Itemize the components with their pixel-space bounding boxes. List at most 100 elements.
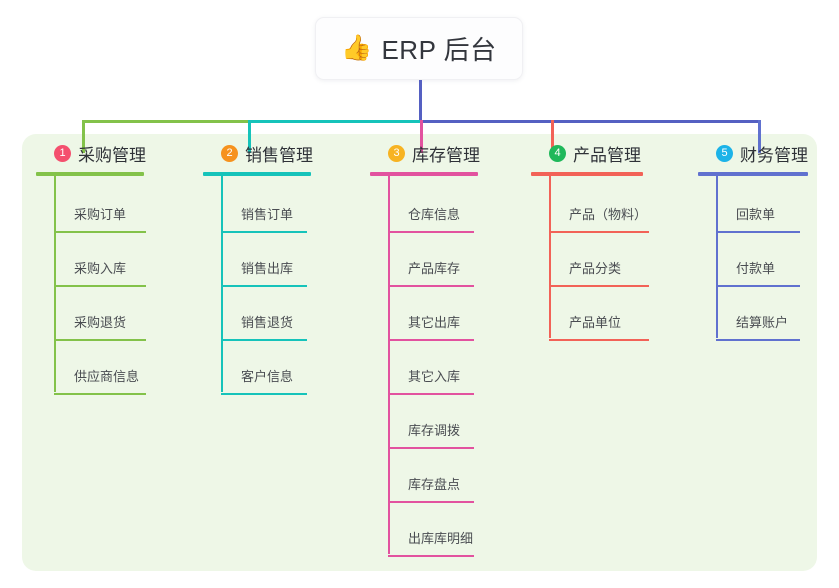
branch-badge-2: 2: [221, 144, 238, 162]
leaf-item-rule: [549, 339, 649, 341]
leaf-item-rule: [716, 231, 800, 233]
branch-title-3: 库存管理: [412, 145, 480, 165]
branch-spine-5: [716, 176, 718, 338]
leaf-item-rule: [388, 447, 474, 449]
branch-rule-3: [370, 172, 478, 176]
leaf-item-rule: [549, 231, 649, 233]
leaf-item-rule: [388, 285, 474, 287]
branch-title-5: 财务管理: [740, 145, 808, 165]
leaf-item-label: 回款单: [736, 207, 776, 222]
branch-rule-4: [531, 172, 643, 176]
leaf-item[interactable]: 采购退货: [54, 287, 174, 341]
leaf-item-rule: [54, 231, 146, 233]
leaf-item-rule: [716, 285, 800, 287]
leaf-item[interactable]: 供应商信息: [54, 341, 174, 395]
leaf-item-rule: [54, 339, 146, 341]
leaf-item-label: 其它出库: [408, 315, 461, 330]
bus-segment-right-1: [420, 120, 760, 123]
leaf-item-rule: [388, 555, 474, 557]
leaf-item-label: 销售退货: [241, 315, 294, 330]
drop-stem-1: [82, 120, 85, 153]
leaf-item-rule: [388, 231, 474, 233]
drop-stem-4: [551, 120, 554, 153]
leaf-item[interactable]: 产品单位: [549, 287, 677, 341]
branch-leaf-list-5: 回款单付款单结算账户: [716, 176, 828, 341]
leaf-item[interactable]: 库存调拨: [388, 395, 502, 449]
branch-column-3: 3 库存管理仓库信息产品库存其它出库其它入库库存调拨库存盘点出库库明细: [370, 140, 502, 557]
leaf-item-label: 其它入库: [408, 369, 461, 384]
leaf-item-label: 库存调拨: [408, 423, 461, 438]
branch-column-2: 2 销售管理销售订单销售出库销售退货客户信息: [203, 140, 335, 395]
branch-leaf-list-4: 产品（物料） 产品分类产品单位: [549, 176, 677, 341]
branch-badge-1: 1: [54, 144, 71, 162]
leaf-item-rule: [221, 285, 307, 287]
leaf-item-label: 仓库信息: [408, 207, 461, 222]
leaf-item[interactable]: 客户信息: [221, 341, 335, 395]
branch-spine-3: [388, 176, 390, 554]
branch-leaf-list-1: 采购订单采购入库采购退货供应商信息: [54, 176, 174, 395]
branch-rule-1: [36, 172, 144, 176]
leaf-item-label: 产品库存: [408, 261, 461, 276]
branch-header-2[interactable]: 2 销售管理: [203, 140, 335, 166]
leaf-item[interactable]: 回款单: [716, 179, 828, 233]
leaf-item[interactable]: 采购订单: [54, 179, 174, 233]
branch-column-4: 4 产品管理产品（物料） 产品分类产品单位: [531, 140, 677, 341]
branches-panel: [22, 134, 817, 571]
root-node-content: 👍 ERP 后台: [341, 30, 496, 67]
leaf-item-label: 产品分类: [569, 261, 622, 276]
bus-segment-2: [248, 120, 420, 123]
leaf-item[interactable]: 销售退货: [221, 287, 335, 341]
leaf-item-rule: [54, 393, 146, 395]
leaf-item-label: 产品（物料）: [569, 207, 648, 222]
leaf-item[interactable]: 库存盘点: [388, 449, 502, 503]
leaf-item[interactable]: 仓库信息: [388, 179, 502, 233]
leaf-item-label: 销售订单: [241, 207, 294, 222]
branch-badge-4: 4: [549, 144, 566, 162]
branch-spine-1: [54, 176, 56, 392]
bus-segment-1: [82, 120, 248, 123]
branch-header-3[interactable]: 3 库存管理: [370, 140, 502, 166]
leaf-item[interactable]: 产品（物料）: [549, 179, 677, 233]
leaf-item-rule: [388, 339, 474, 341]
leaf-item-rule: [388, 393, 474, 395]
branch-badge-3: 3: [388, 144, 405, 162]
leaf-item-label: 采购入库: [74, 261, 127, 276]
leaf-item-label: 出库库明细: [408, 531, 474, 546]
leaf-item[interactable]: 出库库明细: [388, 503, 502, 557]
leaf-item[interactable]: 销售出库: [221, 233, 335, 287]
root-stem: [419, 80, 422, 123]
leaf-item[interactable]: 其它出库: [388, 287, 502, 341]
branch-spine-4: [549, 176, 551, 338]
thumbs-up-icon: 👍: [341, 34, 373, 62]
branch-leaf-list-3: 仓库信息产品库存其它出库其它入库库存调拨库存盘点出库库明细: [388, 176, 502, 557]
leaf-item[interactable]: 产品库存: [388, 233, 502, 287]
branch-rule-2: [203, 172, 311, 176]
leaf-item[interactable]: 采购入库: [54, 233, 174, 287]
branch-title-4: 产品管理: [573, 145, 641, 165]
leaf-item-label: 付款单: [736, 261, 776, 276]
leaf-item-label: 产品单位: [569, 315, 622, 330]
branch-header-5[interactable]: 5 财务管理: [698, 140, 828, 166]
leaf-item-rule: [221, 231, 307, 233]
branch-title-2: 销售管理: [245, 145, 313, 165]
leaf-item-label: 客户信息: [241, 369, 294, 384]
leaf-item-label: 供应商信息: [74, 369, 140, 384]
leaf-item-label: 销售出库: [241, 261, 294, 276]
leaf-item-label: 采购订单: [74, 207, 127, 222]
branch-header-4[interactable]: 4 产品管理: [531, 140, 677, 166]
leaf-item-label: 结算账户: [736, 315, 789, 330]
leaf-item-label: 采购退货: [74, 315, 127, 330]
leaf-item[interactable]: 付款单: [716, 233, 828, 287]
leaf-item[interactable]: 结算账户: [716, 287, 828, 341]
root-node[interactable]: 👍 ERP 后台: [315, 17, 523, 80]
leaf-item-rule: [221, 393, 307, 395]
leaf-item[interactable]: 产品分类: [549, 233, 677, 287]
root-node-label: ERP 后台: [381, 35, 497, 65]
branch-badge-5: 5: [716, 144, 733, 162]
leaf-item[interactable]: 销售订单: [221, 179, 335, 233]
leaf-item[interactable]: 其它入库: [388, 341, 502, 395]
branch-rule-5: [698, 172, 808, 176]
